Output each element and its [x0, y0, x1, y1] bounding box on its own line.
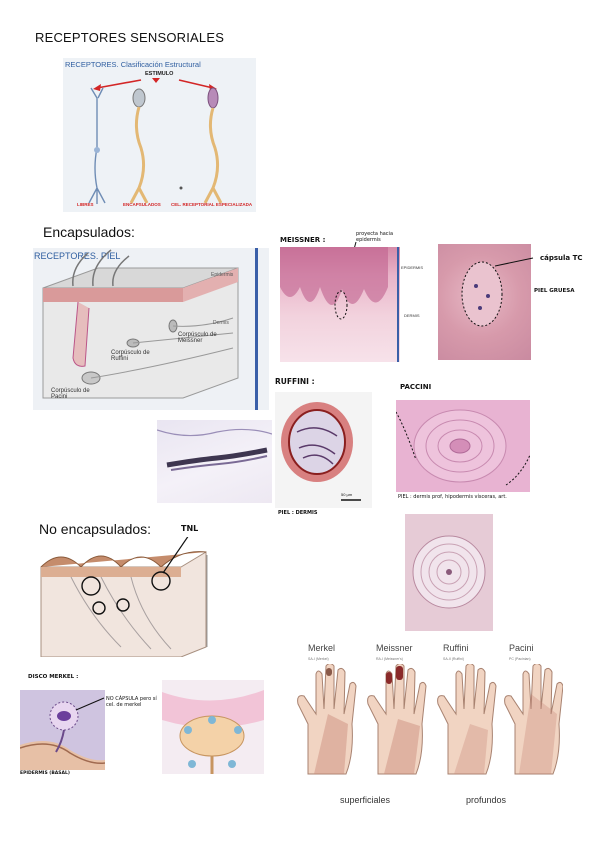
label-ruffini: Corpúsculo de Ruffini: [111, 350, 150, 362]
piel-gruesa-label: PIEL GRUESA: [534, 288, 575, 294]
ruffini-scale-bar: 50 µm: [341, 492, 353, 497]
hand-sublabel-ruffini: SA-II (Ruffini): [443, 657, 464, 661]
meissner-side-epidermis: EPIDERMIS: [401, 265, 424, 270]
meissner-histology-image: EPIDERMIS DERMIS: [280, 247, 428, 362]
label-profundos: profundos: [466, 795, 507, 805]
figure-title: RECEPTORES. Clasificación Estructural: [65, 60, 201, 69]
label-dermis: Dermis: [213, 320, 229, 326]
ruffini-caption: PIEL : DERMIS: [278, 510, 318, 516]
meissner-zoom-image: [438, 244, 531, 360]
stimulus-label: ESTIMULO: [145, 71, 174, 77]
pacini-caption: PIEL : dermis prof, hipodermis vísceras,…: [398, 494, 507, 500]
merkel-disc-image: [20, 690, 105, 770]
hands-drawing: [297, 664, 563, 775]
hand-label-meissner: Meissner: [376, 643, 413, 653]
hand-label-merkel: Merkel: [308, 643, 336, 653]
figure-receptores-piel: RECEPTORES. PIEL Epidermis Dermis Corpús…: [33, 248, 269, 410]
label-encapsulados: ENCAPSULADOS: [123, 202, 161, 207]
label-libres: LIBRES: [77, 202, 94, 207]
skin-block-diagram: [42, 249, 239, 399]
ruffini-fiber-image: [157, 420, 272, 503]
hand-sublabel-meissner: RA-I (Meissner's): [376, 657, 403, 661]
pacini-cross-section-image: [405, 514, 493, 631]
pacini-histology-image: [396, 400, 530, 492]
label-epidermis: Epidermis: [211, 272, 234, 278]
figure-clasificacion-estructural: RECEPTORES. Clasificación Estructural ES…: [63, 58, 256, 212]
page-title: RECEPTORES SENSORIALES: [35, 30, 225, 45]
figure-title: RECEPTORES. PIEL: [34, 251, 121, 261]
merkel-heading: DISCO MERKEL :: [28, 674, 79, 680]
label-pacini: Corpúsculo de Pacini: [51, 388, 90, 400]
meissner-note: proyecta hacia epidermis: [356, 231, 394, 243]
label-cel-especializada: CEL. RECEPTORIAL ESPECIALIZADA: [171, 202, 253, 207]
section-heading-encapsulados: Encapsulados:: [43, 224, 135, 240]
label-superficiales: superficiales: [340, 795, 391, 805]
hand-label-pacini: Pacini: [509, 643, 534, 653]
no-encapsulados-skin-diagram: [31, 537, 221, 657]
meissner-heading: MEISSNER :: [280, 236, 326, 244]
merkel-caption: EPIDERMIS (BASAL): [20, 771, 70, 776]
tnl-label: TNL: [181, 524, 199, 533]
capsula-label: cápsula TC: [540, 254, 583, 262]
ruffini-heading: RUFFINI :: [275, 377, 315, 386]
section-heading-no-encapsulados: No encapsulados:: [39, 521, 152, 537]
hand-sublabel-merkel: SA-I (Merkel): [308, 657, 329, 661]
hand-sublabel-pacini: PC (Pacinian): [509, 657, 531, 661]
figure-border: [255, 248, 258, 410]
receptor-field-hands-figure: Merkel Meissner Ruffini Pacini SA-I (Mer…: [283, 640, 563, 780]
pacini-heading: PACCINI: [400, 383, 432, 391]
neuron-diagram: [88, 78, 223, 204]
meissner-side-dermis: DERMIS: [404, 313, 420, 318]
capsula-pointer-line: [495, 257, 534, 267]
label-meissner: Corpúsculo de Meissner: [178, 332, 217, 344]
hand-label-ruffini: Ruffini: [443, 643, 469, 653]
ruffini-histology-image: 50 µm: [275, 392, 372, 508]
merkel-note: NO CÁPSULA pero sí cel. de merkel: [106, 696, 157, 708]
merkel-schematic-image: [162, 680, 264, 774]
